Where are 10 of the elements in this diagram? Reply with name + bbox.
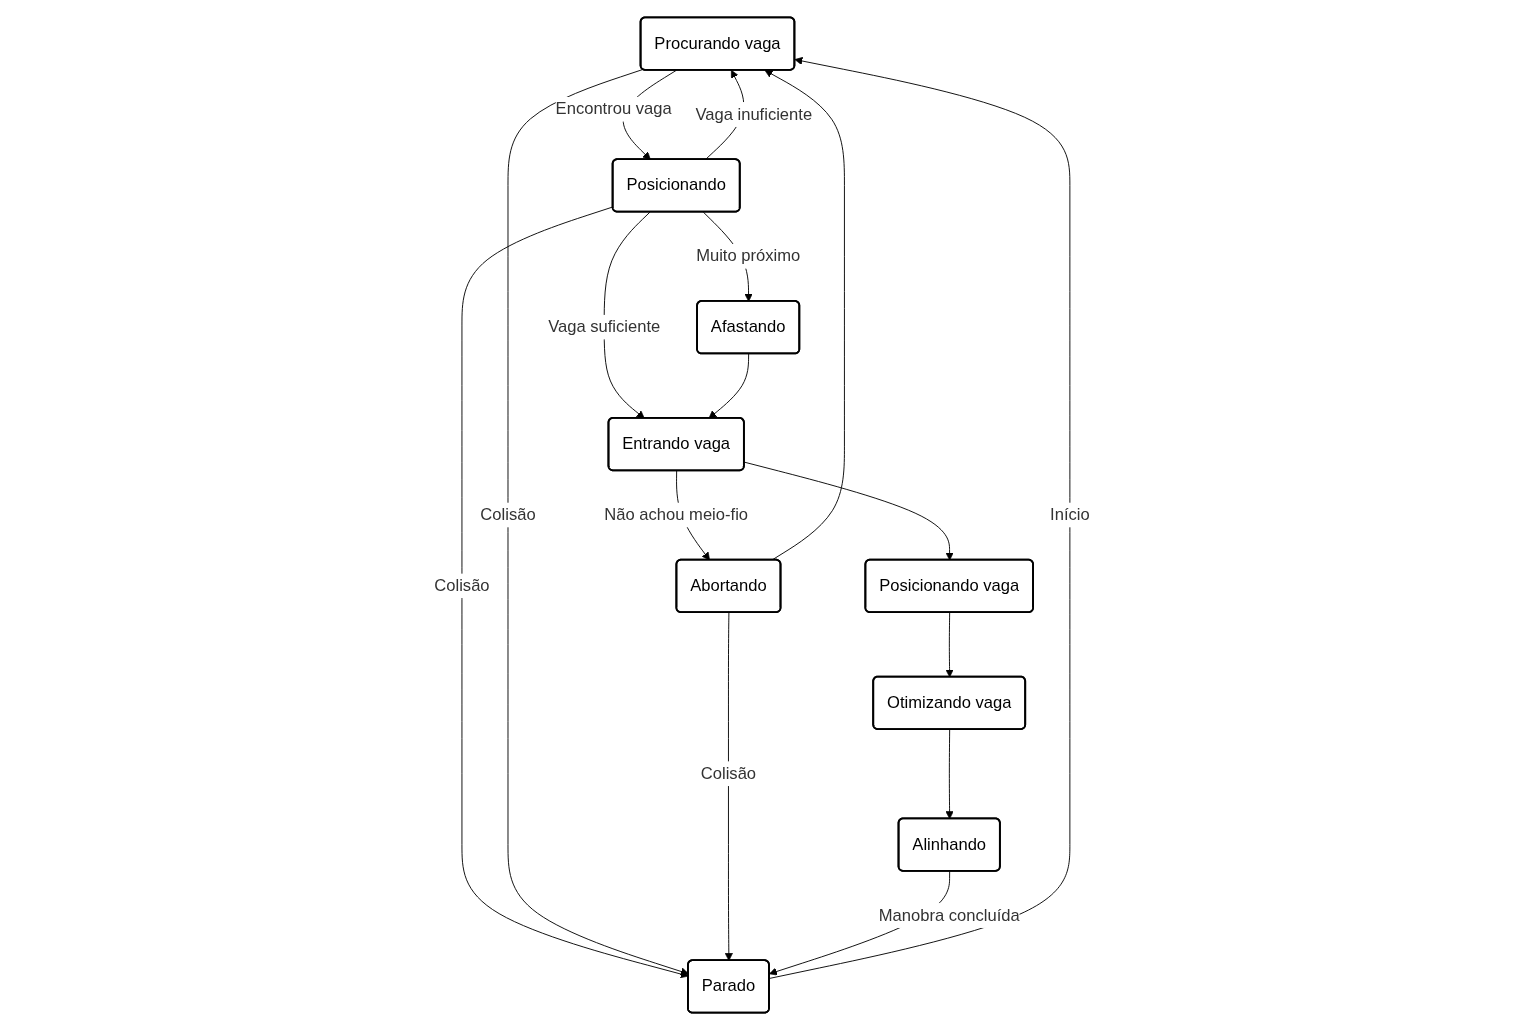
edge-label: Colisão bbox=[700, 764, 757, 783]
edge-label: Manobra concluída bbox=[878, 905, 1020, 925]
edge-label: Vaga inuficiente bbox=[695, 104, 813, 124]
edge-label: Encontrou vaga bbox=[555, 99, 672, 118]
edge-label: Vaga suficiente bbox=[548, 317, 661, 336]
edge-label: Colisão bbox=[434, 576, 490, 595]
edge-label: Não achou meio-fio bbox=[604, 505, 749, 524]
edge-label: Muito próximo bbox=[696, 246, 801, 266]
edge-label: Início bbox=[1050, 505, 1090, 524]
edge-label: Colisão bbox=[480, 505, 536, 524]
